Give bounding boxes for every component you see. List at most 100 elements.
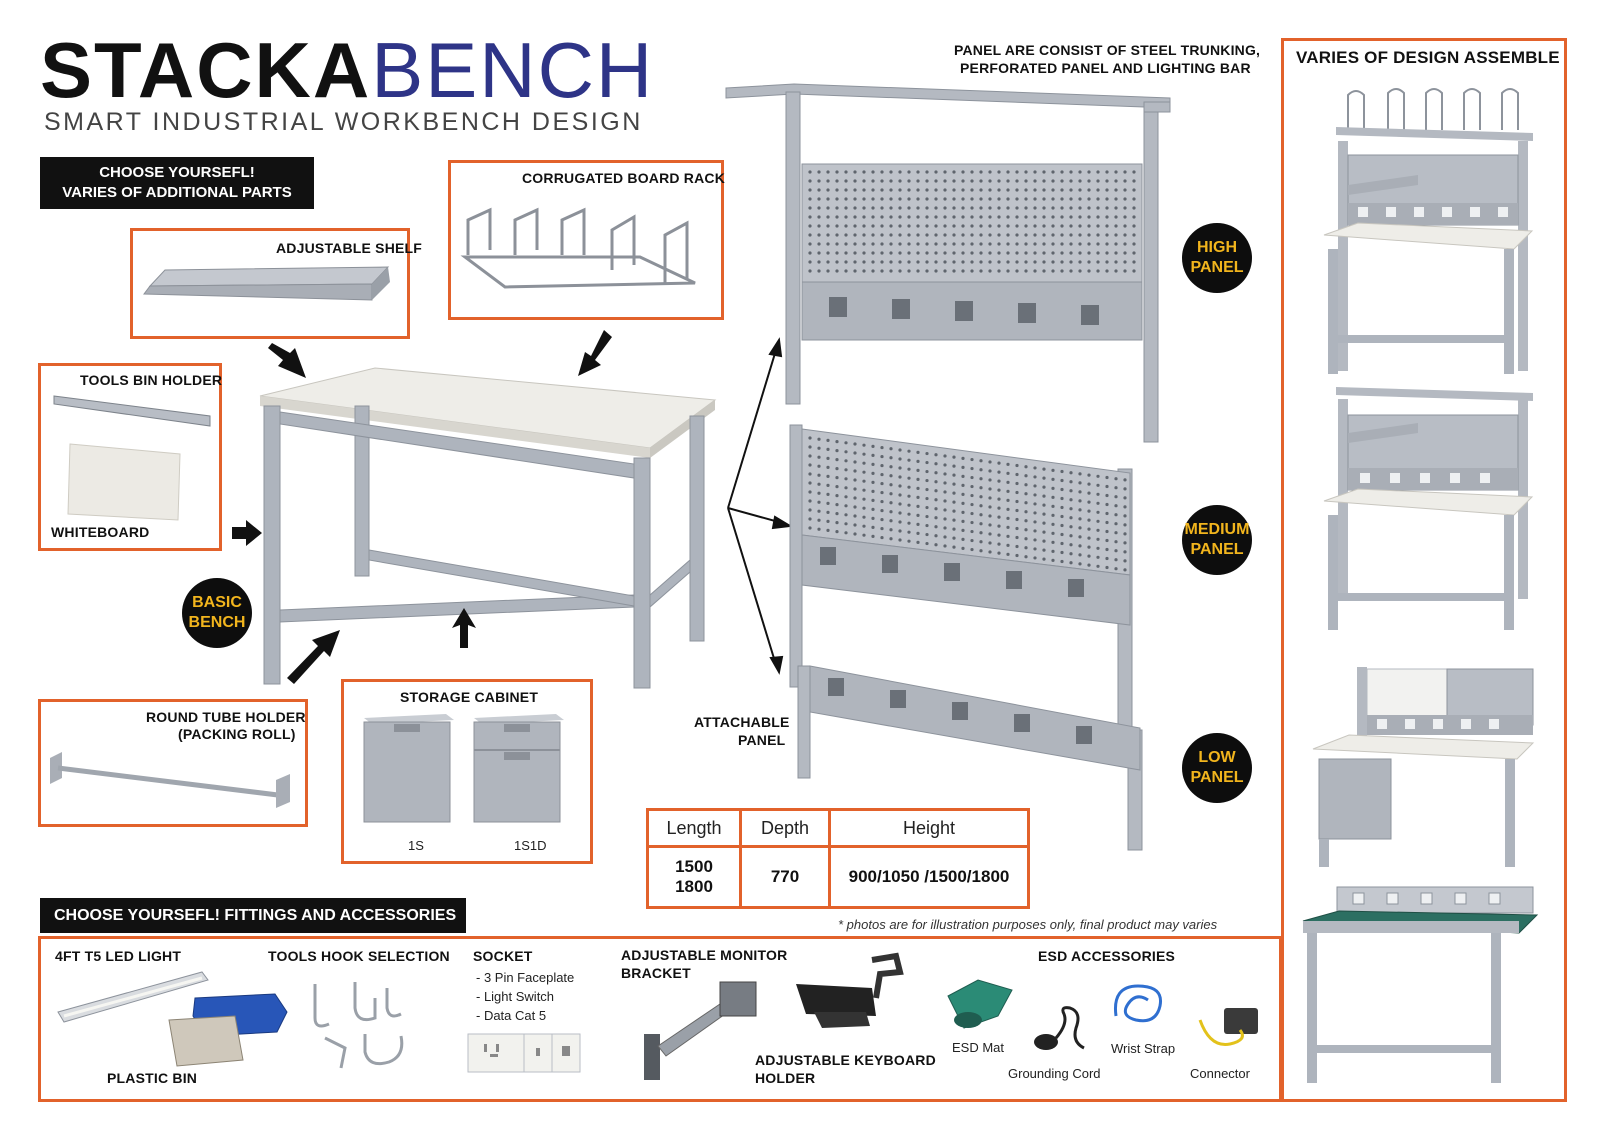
spec-header-height: Height — [828, 808, 1030, 848]
spec-length-2: 1800 — [675, 877, 713, 896]
corrugated-rack-image — [460, 207, 696, 289]
tools-bin-label: TOOLS BIN HOLDER — [80, 372, 223, 388]
tools-bin-image — [53, 395, 211, 427]
brand-logo: STACKABENCH — [40, 30, 654, 110]
arrow-low-icon — [727, 507, 777, 666]
socket-item-3: - Data Cat 5 — [476, 1008, 547, 1023]
spec-table: Length Depth Height 1500 1800 770 900/10… — [646, 808, 1030, 909]
brand-part2: BENCH — [371, 26, 655, 114]
low-panel-badge: LOW PANEL — [1182, 733, 1252, 803]
monitor-bracket-image — [644, 981, 757, 1080]
medium-panel-line1: MEDIUM — [1184, 521, 1250, 538]
connector-label: Connector — [1190, 1066, 1250, 1081]
socket-image — [467, 1033, 581, 1073]
connector-image — [1198, 1008, 1258, 1046]
spec-header-depth: Depth — [739, 808, 831, 848]
whiteboard-label: WHITEBOARD — [51, 524, 150, 540]
spec-header-row: Length Depth Height — [646, 808, 1030, 848]
assembled-bench-4 — [1302, 886, 1539, 1083]
monitor-bracket-label-1: ADJUSTABLE MONITOR — [621, 947, 788, 963]
medium-panel-image — [789, 424, 1133, 740]
cabinet-1s1d-label: 1S1D — [514, 838, 547, 853]
tools-hook-image — [313, 982, 404, 1069]
high-panel-image — [725, 83, 1171, 443]
arrow-cabinet-icon — [452, 608, 476, 648]
storage-cabinet-label: STORAGE CABINET — [400, 689, 539, 705]
panel-note-line1: PANEL ARE CONSIST OF STEEL TRUNKING, — [954, 42, 1261, 58]
design-assemble-title: VARIES OF DESIGN ASSEMBLE — [1296, 48, 1560, 67]
basic-bench-line2: BENCH — [188, 614, 246, 631]
led-light-label: 4FT T5 LED LIGHT — [55, 948, 182, 964]
accessories-box — [38, 936, 1282, 1102]
socket-item-1: - 3 Pin Faceplate — [476, 970, 575, 985]
design-assemble-box — [1281, 38, 1567, 1102]
esd-mat-label: ESD Mat — [952, 1040, 1005, 1055]
disclaimer-text: * photos are for illustration purposes o… — [838, 917, 1218, 932]
keyboard-holder-label-1: ADJUSTABLE KEYBOARD — [755, 1052, 936, 1068]
keyboard-holder-label-2: HOLDER — [755, 1070, 816, 1086]
spec-length-1: 1500 — [675, 857, 713, 876]
low-panel-line1: LOW — [1198, 749, 1236, 766]
spec-header-length: Length — [646, 808, 742, 848]
esd-mat-image — [947, 979, 1013, 1029]
brand-subtitle: SMART INDUSTRIAL WORKBENCH DESIGN — [44, 108, 643, 136]
corrugated-rack-label: CORRUGATED BOARD RACK — [522, 170, 726, 186]
cabinet-1s-label: 1S — [408, 838, 424, 853]
high-panel-line2: PANEL — [1190, 259, 1244, 276]
wrist-strap-image — [1113, 984, 1163, 1023]
attachable-panel-line1: ATTACHABLE — [694, 714, 790, 730]
wrist-strap-label: Wrist Strap — [1111, 1041, 1176, 1056]
round-tube-box — [38, 699, 308, 827]
basic-bench-badge: BASIC BENCH — [182, 578, 252, 648]
cabinet-1s1d-image — [473, 714, 564, 823]
tools-hook-label: TOOLS HOOK SELECTION — [268, 948, 450, 964]
low-panel-line2: PANEL — [1190, 769, 1244, 786]
corrugated-rack-box — [448, 160, 724, 320]
socket-item-2: - Light Switch — [476, 989, 555, 1004]
spec-height-cell: 900/1050 /1500/1800 — [828, 845, 1030, 909]
spec-length-cell: 1500 1800 — [646, 845, 742, 909]
adjustable-shelf-box — [130, 228, 410, 339]
assembled-bench-1 — [1323, 88, 1534, 374]
arrow-rack-icon — [578, 330, 612, 376]
medium-panel-badge: MEDIUM PANEL — [1182, 505, 1252, 575]
arrow-tube-icon — [287, 630, 340, 684]
panel-note-line2: PERFORATED PANEL AND LIGHTING BAR — [960, 60, 1251, 76]
basic-bench-line1: BASIC — [192, 594, 242, 611]
round-tube-label-1: ROUND TUBE HOLDER — [146, 709, 306, 725]
adjustable-shelf-image — [143, 266, 390, 301]
spec-value-row: 1500 1800 770 900/1050 /1500/1800 — [646, 845, 1030, 909]
choose-parts-banner: CHOOSE YOURSEFL! VARIES OF ADDITIONAL PA… — [40, 157, 314, 209]
choose-parts-line1: CHOOSE YOURSEFL! — [99, 164, 255, 181]
arrow-bin-icon — [232, 520, 262, 546]
high-panel-line1: HIGH — [1197, 239, 1237, 256]
plastic-bin-label: PLASTIC BIN — [107, 1070, 198, 1086]
assembled-bench-2 — [1323, 387, 1534, 630]
tools-bin-box — [38, 363, 222, 551]
spec-depth-cell: 770 — [739, 845, 831, 909]
round-tube-label-2: (PACKING ROLL) — [178, 726, 296, 742]
monitor-bracket-label-2: BRACKET — [621, 965, 691, 981]
brand-part1: STACKA — [40, 26, 372, 114]
plastic-bin-image — [168, 993, 288, 1067]
arrow-high-icon — [727, 349, 777, 509]
grounding-cord-label: Grounding Cord — [1008, 1066, 1101, 1081]
fittings-banner: CHOOSE YOURSEFL! FITTINGS AND ACCESSORIE… — [40, 898, 466, 933]
cabinet-1s-image — [363, 714, 454, 823]
round-tube-image — [50, 752, 290, 808]
esd-accessories-label: ESD ACCESSORIES — [1038, 948, 1176, 964]
adjustable-shelf-label: ADJUSTABLE SHELF — [276, 240, 423, 256]
high-panel-badge: HIGH PANEL — [1182, 223, 1252, 293]
keyboard-holder-image — [796, 952, 904, 1028]
socket-label: SOCKET — [473, 948, 533, 964]
low-panel-image — [797, 665, 1143, 851]
medium-panel-line2: PANEL — [1190, 541, 1244, 558]
storage-cabinet-box — [341, 679, 593, 864]
arrow-shelf-icon — [268, 343, 306, 378]
assembled-bench-3 — [1312, 667, 1535, 867]
led-light-image — [57, 971, 209, 1023]
grounding-cord-image — [1034, 1006, 1085, 1050]
whiteboard-image — [67, 443, 181, 521]
